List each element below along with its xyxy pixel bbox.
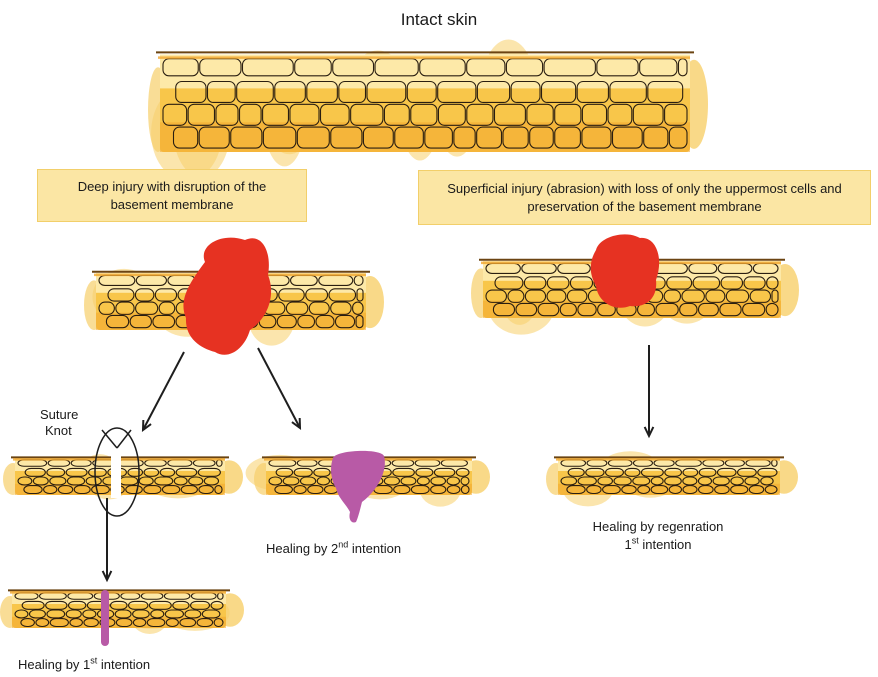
caption-regeneration-prefix: 1	[624, 537, 631, 552]
arrow-icon-to-regeneration	[645, 345, 654, 436]
caption-regeneration-line2: 1st intention	[578, 536, 738, 553]
suture-label-line2: Knot	[45, 422, 72, 439]
superficial-injury-box: Superficial injury (abrasion) with loss …	[418, 170, 871, 225]
deep-injury-box: Deep injury with disruption of the basem…	[37, 169, 307, 222]
intact-skin-illustration	[148, 39, 708, 180]
caption-regeneration-suffix: intention	[639, 537, 692, 552]
caption-first-intention-prefix: Healing by 1	[18, 657, 90, 672]
arrow-icon-to-second-intention	[258, 348, 300, 428]
caption-second-intention-prefix: Healing by 2	[266, 541, 338, 556]
suture-label-line1: Suture	[40, 406, 78, 423]
diagram-title: Intact skin	[0, 10, 878, 30]
caption-second-intention-suffix: intention	[348, 541, 401, 556]
caption-second-intention: Healing by 2nd intention	[266, 540, 401, 557]
healed-first-intention-skin	[0, 590, 244, 634]
caption-regeneration-sup: st	[632, 536, 639, 546]
superficial-wound-blot	[591, 234, 659, 307]
caption-second-intention-sup: nd	[338, 540, 348, 550]
arrow-icon-to-healed	[103, 498, 112, 580]
scar-tissue	[101, 590, 109, 646]
regeneration-skin	[546, 451, 798, 506]
suture-gap	[111, 452, 121, 498]
caption-first-intention: Healing by 1st intention	[18, 656, 150, 673]
caption-first-intention-suffix: intention	[97, 657, 150, 672]
suture-wound-skin	[3, 454, 243, 499]
caption-regeneration-line1: Healing by regenration	[578, 518, 738, 535]
arrow-icon-to-suture	[143, 352, 184, 430]
